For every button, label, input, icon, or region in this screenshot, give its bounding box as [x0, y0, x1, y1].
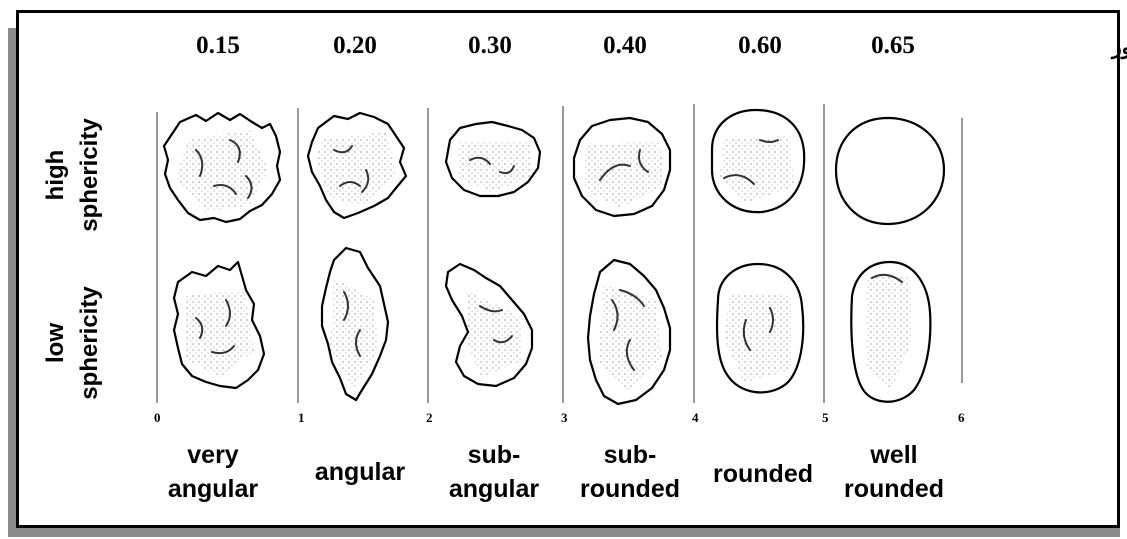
scale-tick: 6	[958, 410, 965, 425]
row-label-low-line1: low	[42, 323, 69, 363]
texture-overlay	[584, 140, 664, 208]
fracture-mark	[469, 156, 515, 175]
scale-tick: 5	[822, 410, 829, 425]
category-label-line1: well	[869, 441, 917, 469]
diagram-frame	[16, 10, 1120, 528]
fracture-mark	[723, 139, 779, 185]
category-label-line1: rounded	[713, 460, 813, 488]
category-label-line1: sub-	[604, 441, 657, 469]
category-label-line1: sub-	[468, 441, 521, 469]
roundness-value: 0.60	[738, 32, 782, 59]
scale-title: مقياس پاور	[1110, 37, 1127, 60]
row-label-high-line2: sphericity	[76, 118, 103, 232]
fracture-mark	[195, 299, 235, 355]
texture-overlay	[720, 136, 794, 204]
fracture-mark	[871, 273, 903, 283]
fracture-mark	[742, 307, 774, 351]
category-label-line2: angular	[449, 475, 540, 503]
texture-overlay	[458, 142, 532, 192]
category-label-line1: very	[187, 441, 239, 469]
fracture-mark	[611, 289, 645, 371]
fracture-mark	[343, 291, 361, 357]
grain-well-rounded-high	[834, 116, 946, 226]
roundness-value: 0.65	[871, 32, 915, 59]
category-label-line2: angular	[168, 475, 259, 503]
texture-overlay	[330, 278, 378, 388]
category-label-line2: rounded	[580, 475, 680, 503]
texture-overlay	[176, 130, 268, 212]
fracture-mark	[479, 305, 513, 344]
texture-overlay	[186, 290, 254, 378]
roundness-value: 0.40	[603, 32, 647, 59]
category-label-line1: angular	[315, 458, 406, 486]
scale-tick: 2	[426, 410, 433, 425]
scale-tick: 3	[561, 410, 568, 425]
category-label-line2: rounded	[844, 475, 944, 503]
frame-shadow	[8, 28, 16, 528]
roundness-value: 0.15	[196, 32, 240, 59]
row-label-high-line1: high	[42, 150, 69, 201]
fracture-mark	[599, 149, 649, 181]
frame-shadow	[8, 528, 1120, 537]
texture-overlay	[466, 290, 522, 378]
fracture-mark	[195, 139, 253, 199]
fracture-mark	[333, 145, 370, 193]
roundness-value: 0.20	[333, 32, 377, 59]
texture-overlay	[726, 294, 792, 382]
row-label-low-line2: sphericity	[76, 286, 103, 400]
scale-tick: 1	[298, 410, 305, 425]
scale-tick: 0	[154, 410, 161, 425]
texture-overlay	[866, 276, 912, 392]
scale-tick: 4	[692, 410, 699, 425]
roundness-value: 0.30	[468, 32, 512, 59]
